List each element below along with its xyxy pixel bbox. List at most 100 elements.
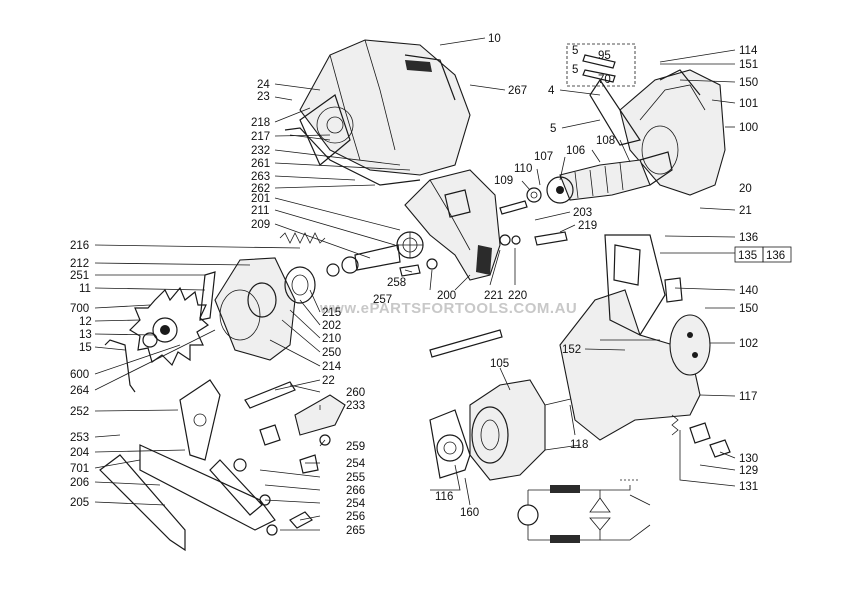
label-24: 24	[257, 79, 270, 91]
label-200: 200	[437, 290, 456, 302]
label-600: 600	[70, 369, 89, 381]
label-212: 212	[70, 258, 89, 270]
label-215: 215	[322, 307, 341, 319]
label-232: 232	[251, 145, 270, 157]
wiring-schematic	[517, 479, 651, 543]
label-701: 701	[70, 463, 89, 475]
label-254-b: 254	[346, 498, 366, 510]
label-106: 106	[566, 145, 585, 157]
inset-label-c: 5	[572, 64, 578, 76]
leader-lines	[94, 37, 736, 531]
label-261: 261	[251, 158, 270, 170]
label-117: 117	[739, 391, 757, 403]
label-254: 254	[346, 458, 366, 470]
label-218: 218	[251, 117, 270, 129]
label-109: 109	[494, 175, 513, 187]
base-plate	[99, 379, 276, 552]
label-205: 205	[70, 497, 89, 509]
watermark: www.ePARTSFORTOOLS.COM.AU	[319, 300, 577, 317]
label-251: 251	[70, 270, 89, 282]
label-265: 265	[346, 525, 365, 537]
lower-guard	[199, 257, 316, 361]
label-259: 259	[346, 441, 365, 453]
label-118: 118	[570, 439, 588, 451]
blade-guard	[404, 169, 501, 281]
brush-cover	[669, 314, 711, 376]
label-11: 11	[79, 283, 91, 295]
label-151: 151	[739, 59, 758, 71]
armature	[499, 151, 673, 215]
label-5: 5	[550, 123, 556, 135]
label-252: 252	[70, 406, 89, 418]
label-22: 22	[322, 375, 335, 387]
label-10: 10	[488, 33, 501, 45]
label-204: 204	[70, 447, 90, 459]
brush-parts	[671, 414, 731, 458]
label-210: 210	[322, 333, 341, 345]
label-266: 266	[346, 485, 365, 497]
label-201: 201	[251, 193, 270, 205]
label-211: 211	[251, 205, 269, 217]
label-107: 107	[534, 151, 553, 163]
label-108: 108	[596, 135, 615, 147]
label-202: 202	[322, 320, 341, 332]
label-15: 15	[79, 342, 92, 354]
label-4: 4	[548, 85, 555, 97]
box-136	[762, 246, 792, 263]
label-12: 12	[79, 316, 92, 328]
label-114: 114	[739, 45, 758, 57]
label-250: 250	[322, 347, 341, 359]
label-152: 152	[562, 344, 581, 356]
label-136: 136	[739, 232, 758, 244]
end-bracket	[429, 409, 471, 479]
label-100: 100	[739, 122, 758, 134]
label-267: 267	[508, 85, 527, 97]
label-130: 130	[739, 453, 758, 465]
label-219: 219	[578, 220, 597, 232]
motor-housing-assembly	[284, 39, 471, 186]
label-256: 256	[346, 511, 365, 523]
label-221: 221	[484, 290, 503, 302]
part-labels: 10 267 24 23 218 217 232 261 263 262 201…	[70, 33, 792, 537]
label-220: 220	[508, 290, 527, 302]
hex-key	[104, 339, 136, 393]
label-257: 257	[373, 294, 392, 306]
label-233: 233	[346, 400, 365, 412]
label-110: 110	[514, 163, 532, 175]
label-129: 129	[739, 465, 758, 477]
saw-blade	[129, 286, 209, 367]
label-700: 700	[70, 303, 89, 315]
label-253: 253	[70, 432, 89, 444]
label-131: 131	[739, 481, 758, 493]
field-stator	[469, 379, 581, 481]
label-140: 140	[739, 285, 758, 297]
shaft	[429, 329, 503, 358]
label-116: 116	[435, 491, 453, 503]
label-206: 206	[70, 477, 89, 489]
label-136-boxed: 136	[766, 250, 785, 262]
label-209: 209	[251, 219, 270, 231]
right-motor-housing	[589, 69, 726, 196]
label-263: 263	[251, 171, 270, 183]
label-21: 21	[739, 205, 752, 217]
label-264: 264	[70, 385, 90, 397]
spindle-assembly	[326, 231, 568, 277]
label-135: 135	[738, 250, 757, 262]
inset-label-a: 5	[572, 45, 578, 57]
label-160: 160	[460, 507, 479, 519]
label-102: 102	[739, 338, 758, 350]
label-13: 13	[79, 329, 92, 341]
label-203: 203	[573, 207, 592, 219]
label-258: 258	[387, 277, 406, 289]
label-23: 23	[257, 91, 270, 103]
label-260: 260	[346, 387, 365, 399]
label-214: 214	[322, 361, 342, 373]
label-150-b: 150	[739, 303, 758, 315]
label-216: 216	[70, 240, 89, 252]
label-101: 101	[739, 98, 758, 110]
label-150: 150	[739, 77, 758, 89]
label-262: 262	[251, 183, 270, 195]
small-parts-center	[244, 381, 346, 536]
label-255: 255	[346, 472, 365, 484]
